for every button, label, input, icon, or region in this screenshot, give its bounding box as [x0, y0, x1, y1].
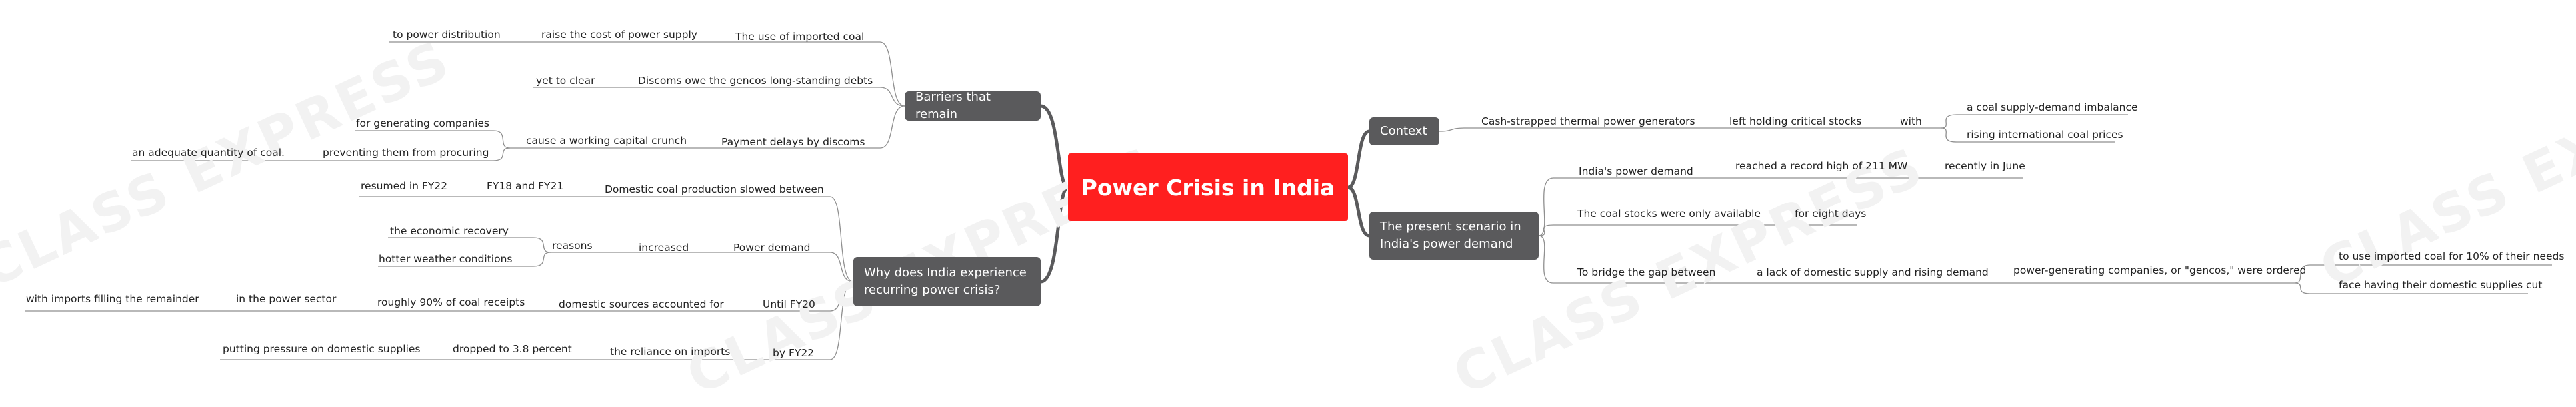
central-topic[interactable]: Power Crisis in India	[1068, 153, 1348, 221]
node-with[interactable]: with	[1900, 115, 1922, 127]
node-reliance-imports[interactable]: the reliance on imports	[610, 346, 731, 358]
node-pressure-supplies[interactable]: putting pressure on domestic supplies	[223, 343, 421, 355]
node-raise-cost[interactable]: raise the cost of power supply	[541, 29, 697, 41]
node-coal-stocks[interactable]: The coal stocks were only available	[1577, 208, 1761, 220]
node-discoms-debts[interactable]: Discoms owe the gencos long-standing deb…	[638, 75, 873, 87]
connector-lines	[25, 41, 2552, 360]
branch-context[interactable]: Context	[1369, 117, 1439, 145]
branch-why-recurring-crisis[interactable]: Why does India experience recurring powe…	[853, 257, 1041, 306]
node-imported-coal-10[interactable]: to use imported coal for 10% of their ne…	[2339, 250, 2565, 262]
node-recently-june[interactable]: recently in June	[1945, 160, 2025, 172]
node-by-fy22[interactable]: by FY22	[773, 347, 815, 359]
node-power-sector[interactable]: in the power sector	[236, 293, 337, 305]
trunk-why	[1040, 185, 1069, 284]
node-hotter-weather[interactable]: hotter weather conditions	[379, 253, 513, 265]
node-preventing-procuring[interactable]: preventing them from procuring	[323, 147, 489, 159]
node-until-fy20[interactable]: Until FY20	[763, 298, 815, 310]
node-adequate-coal[interactable]: an adequate quantity of coal.	[132, 147, 285, 159]
node-production-slowed[interactable]: Domestic coal production slowed between	[605, 183, 824, 195]
trunk-barriers	[1040, 104, 1069, 189]
node-bridge-gap[interactable]: To bridge the gap between	[1577, 266, 1716, 278]
trunk-context	[1347, 129, 1370, 189]
node-payment-delays[interactable]: Payment delays by discoms	[721, 136, 865, 148]
node-record-high[interactable]: reached a record high of 211 MW	[1735, 160, 1908, 172]
node-dropped-percent[interactable]: dropped to 3.8 percent	[453, 343, 572, 355]
node-increased[interactable]: increased	[639, 242, 689, 254]
node-eight-days[interactable]: for eight days	[1795, 208, 1867, 220]
node-reasons[interactable]: reasons	[552, 240, 593, 252]
node-working-capital[interactable]: cause a working capital crunch	[526, 135, 687, 147]
node-yet-to-clear[interactable]: yet to clear	[536, 75, 595, 87]
node-economic-recovery[interactable]: the economic recovery	[390, 225, 509, 237]
branch-barriers[interactable]: Barriers that remain	[905, 90, 1041, 121]
node-imports-remainder[interactable]: with imports filling the remainder	[26, 293, 199, 305]
trunk-scenario	[1347, 185, 1370, 238]
node-power-demand-increase[interactable]: Power demand	[733, 242, 811, 254]
node-power-demand[interactable]: India's power demand	[1579, 165, 1693, 177]
branch-present-scenario[interactable]: The present scenario in India's power de…	[1369, 212, 1539, 260]
node-power-distribution[interactable]: to power distribution	[393, 29, 501, 41]
node-gencos-ordered[interactable]: power-generating companies, or "gencos,"…	[2013, 264, 2307, 276]
node-use-imported-coal[interactable]: The use of imported coal	[735, 31, 865, 43]
node-generating-companies[interactable]: for generating companies	[356, 117, 490, 129]
node-critical-stocks[interactable]: left holding critical stocks	[1729, 115, 1862, 127]
node-lack-of-supply[interactable]: a lack of domestic supply and rising dem…	[1757, 266, 1989, 278]
node-supply-demand-imbalance[interactable]: a coal supply-demand imbalance	[1967, 101, 2138, 113]
node-supplies-cut[interactable]: face having their domestic supplies cut	[2339, 279, 2543, 291]
node-ninety-percent[interactable]: roughly 90% of coal receipts	[377, 296, 525, 308]
node-cash-strapped[interactable]: Cash-strapped thermal power generators	[1481, 115, 1695, 127]
node-resumed-fy22[interactable]: resumed in FY22	[361, 180, 448, 192]
node-domestic-sources[interactable]: domestic sources accounted for	[559, 298, 724, 310]
node-international-prices[interactable]: rising international coal prices	[1967, 129, 2123, 141]
node-fy18-fy21[interactable]: FY18 and FY21	[487, 180, 564, 192]
